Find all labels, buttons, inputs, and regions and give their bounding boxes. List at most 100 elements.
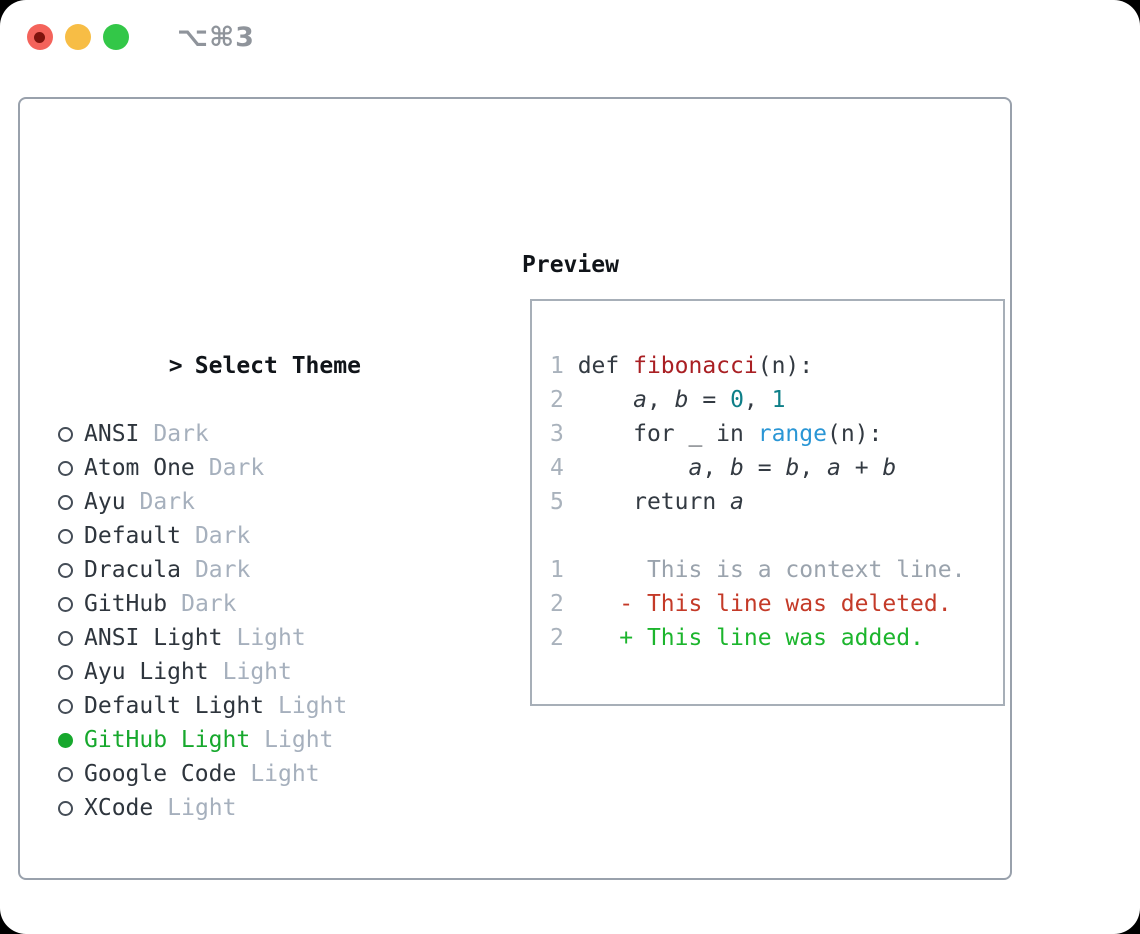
code-token: + This line was added. — [619, 625, 924, 651]
code-line: 2 - This line was deleted. — [550, 587, 1003, 621]
code-token: , — [799, 455, 828, 481]
code-line: 1 This is a context line. — [550, 553, 1003, 587]
code-token — [564, 625, 619, 651]
focus-cursor-icon: > — [168, 353, 183, 379]
code-token: def — [577, 353, 634, 379]
code-token: = — [743, 455, 786, 481]
line-number: 5 — [550, 489, 578, 515]
code-line: 5 return a — [550, 485, 1003, 519]
theme-variant-label: Light — [250, 761, 320, 787]
theme-variant-label: Light — [167, 795, 237, 821]
line-number: 2 — [550, 387, 578, 413]
theme-name: Atom One — [84, 455, 195, 481]
code-line: 4 a, b = b, a + b — [550, 451, 1003, 485]
line-number: 2 — [550, 625, 564, 651]
unsaved-changes-dot-icon — [34, 32, 45, 43]
line-number: 3 — [550, 421, 578, 447]
spacer — [58, 893, 498, 927]
radio-unselected-icon — [58, 529, 73, 544]
theme-option[interactable]: Atom One Dark — [58, 451, 498, 485]
code-token: b — [785, 455, 800, 481]
code-token: , — [743, 387, 772, 413]
theme-option[interactable]: Dracula Dark — [58, 553, 498, 587]
radio-unselected-icon — [58, 495, 73, 510]
code-line: 1 def fibonacci(n): — [550, 349, 1003, 383]
theme-name: Google Code — [84, 761, 237, 787]
radio-unselected-icon — [58, 767, 73, 782]
code-token: 1 — [771, 387, 786, 413]
line-number: 1 — [550, 557, 564, 583]
code-token — [564, 591, 619, 617]
window-title: ⌥⌘3 — [177, 21, 255, 53]
code-token: This is a context line. — [563, 557, 966, 583]
theme-variant-label: Light — [222, 659, 292, 685]
theme-option[interactable]: Google Code Light — [58, 757, 498, 791]
code-line: 3 for _ in range(n): — [550, 417, 1003, 451]
code-token: (n): — [757, 353, 814, 379]
code-token: - This line was deleted. — [619, 591, 952, 617]
code-token: b — [882, 455, 897, 481]
maximize-button[interactable] — [103, 24, 129, 50]
code-token: a — [688, 455, 703, 481]
radio-unselected-icon — [58, 461, 73, 476]
line-number: 4 — [550, 455, 578, 481]
radio-unselected-icon — [58, 427, 73, 442]
code-token: 0 — [730, 387, 744, 413]
code-token: , — [646, 387, 675, 413]
code-line: 2 a, b = 0, 1 — [550, 383, 1003, 417]
code-token: + — [840, 455, 883, 481]
theme-name: Dracula — [84, 557, 181, 583]
theme-variant-label: Light — [236, 625, 306, 651]
code-line: 2 + This line was added. — [550, 621, 1003, 655]
theme-variant-label: Dark — [139, 489, 195, 515]
theme-variant-label: Dark — [181, 591, 237, 617]
theme-variant-label: Dark — [194, 557, 251, 583]
theme-name: Ayu — [84, 489, 126, 515]
theme-name: Default — [84, 523, 181, 549]
preview-header-label: Preview — [522, 252, 619, 278]
theme-option[interactable]: Ayu Dark — [58, 485, 498, 519]
radio-unselected-icon — [58, 699, 73, 714]
theme-name: GitHub — [84, 591, 168, 617]
code-token: a — [730, 489, 744, 515]
close-button[interactable] — [27, 24, 53, 50]
code-token: (n): — [826, 421, 883, 447]
line-number: 2 — [550, 591, 564, 617]
code-token: a — [633, 387, 647, 413]
radio-unselected-icon — [58, 631, 73, 646]
radio-unselected-icon — [58, 563, 73, 578]
theme-option[interactable]: Default Dark — [58, 519, 498, 553]
radio-unselected-icon — [58, 801, 73, 816]
code-token: = — [688, 387, 731, 413]
theme-variant-label: Light — [278, 693, 348, 719]
theme-name: XCode — [84, 795, 154, 821]
theme-option[interactable]: GitHub Dark — [58, 587, 498, 621]
code-token: b — [730, 455, 744, 481]
theme-variant-label: Dark — [208, 455, 265, 481]
blank-line — [550, 519, 1003, 553]
theme-variant-label: Dark — [194, 523, 251, 549]
minimize-button[interactable] — [65, 24, 91, 50]
theme-variant-label: Dark — [153, 421, 209, 447]
title-bar: ⌥⌘3 — [27, 21, 255, 53]
theme-option[interactable]: ANSI Dark — [58, 417, 498, 451]
radio-selected-icon — [58, 733, 73, 748]
code-token: , — [702, 455, 731, 481]
code-token: range — [757, 421, 827, 447]
theme-name: ANSI — [84, 421, 140, 447]
theme-name: Default Light — [84, 693, 265, 719]
theme-name: GitHub Light — [84, 727, 251, 753]
theme-option[interactable]: Default Light Light — [58, 689, 498, 723]
theme-option[interactable]: XCode Light — [58, 791, 498, 825]
code-token: b — [674, 387, 689, 413]
code-token — [578, 455, 689, 481]
